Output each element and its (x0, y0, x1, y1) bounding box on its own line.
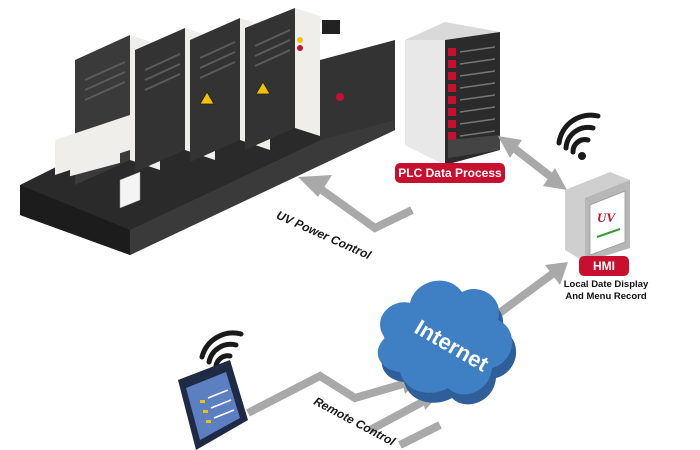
hmi-caption-line2: And Menu Record (565, 291, 647, 302)
hmi-caption-line1: Local Date Display (563, 279, 649, 290)
hmi-badge: HMI (579, 256, 629, 276)
wifi-icon (556, 112, 601, 155)
arrow-plc-hmi (498, 136, 567, 190)
plc-badge: PLC Data Process (395, 163, 505, 183)
hmi-caption: Local Date Display And Menu Record (556, 279, 656, 303)
hmi-panel-icon (565, 172, 630, 262)
cloud-icon (377, 280, 517, 405)
hmi-screen-logo: UV (597, 210, 616, 225)
arrow-head-press (298, 175, 332, 197)
wifi-icon (199, 330, 244, 369)
arrow-internet-to-hmi (487, 262, 568, 324)
arrow-plc-to-press (312, 181, 414, 233)
server-rack-icon (405, 22, 500, 165)
tablet-icon (178, 360, 248, 450)
arrow-tablet-to-internet (246, 371, 442, 449)
wifi-dot (578, 152, 586, 160)
printing-press-icon (20, 8, 395, 255)
